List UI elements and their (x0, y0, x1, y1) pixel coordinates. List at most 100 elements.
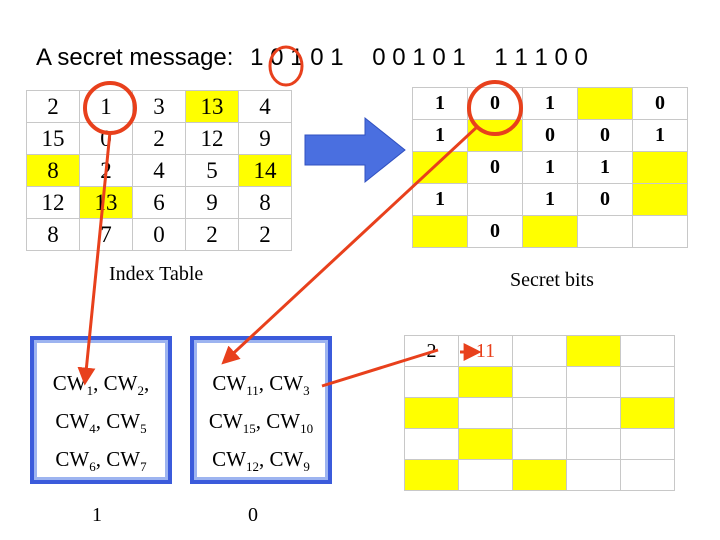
secret-bits-cell: 1 (632, 119, 688, 152)
index-table-cell: 3 (132, 90, 186, 123)
message-bit: 1 (412, 44, 426, 71)
message-bit: 1 (494, 44, 508, 71)
codeword-grid-row (404, 397, 675, 429)
index-table-cell: 9 (238, 122, 292, 155)
secret-bits-cell: 0 (467, 215, 523, 248)
message-bit: 1 (514, 44, 528, 71)
index-table-cell: 8 (26, 154, 80, 187)
message-group-3: 1 1 1 0 0 (494, 44, 587, 72)
codeword-grid-cell (566, 397, 621, 429)
index-table-cell: 2 (132, 122, 186, 155)
codeword-grid-row (404, 428, 675, 460)
index-table-cell: 2 (238, 218, 292, 251)
index-table-cell: 0 (79, 122, 133, 155)
index-table-cell: 5 (185, 154, 239, 187)
codeword-line: CW11, CW3 (212, 371, 310, 399)
codeword-line: CW4, CW5 (55, 409, 147, 437)
codeword-grid-cell (620, 366, 675, 398)
secret-bits-cell: 1 (412, 87, 468, 120)
message-bit: 0 (432, 44, 446, 71)
index-table-cell: 8 (26, 218, 80, 251)
message-bit: 1 (250, 44, 264, 71)
secret-bits-cell (632, 215, 688, 248)
message-group-2: 0 0 1 0 1 (372, 44, 465, 72)
index-table-label: Index Table (109, 263, 204, 285)
index-table-cell: 13 (185, 90, 239, 123)
secret-bits-cell: 1 (412, 119, 468, 152)
secret-bits-cell: 1 (412, 183, 468, 216)
codeword-grid-cell (404, 428, 459, 460)
group-bit-left: 1 (92, 504, 102, 526)
codeword-grid-cell (512, 397, 567, 429)
codeword-grid-cell (458, 397, 513, 429)
message-bit: 0 (392, 44, 406, 71)
secret-bits-cell (577, 215, 633, 248)
index-table-cell: 6 (132, 186, 186, 219)
codeword-list-right: CW11, CW3 CW15, CW10 CW12, CW9 (194, 368, 328, 483)
codeword-grid-cell: 11 (458, 335, 513, 367)
codeword-line: CW6, CW7 (55, 447, 147, 475)
codeword-line: CW12, CW9 (212, 447, 310, 475)
secret-bits-cell: 0 (467, 87, 523, 120)
index-table-cell: 14 (238, 154, 292, 187)
index-table-cell: 2 (79, 154, 133, 187)
secret-bits-cell (522, 215, 578, 248)
codeword-grid-row (404, 459, 675, 491)
secret-bits-cell (467, 119, 523, 152)
index-table-cell: 4 (238, 90, 292, 123)
message-bit: 1 (452, 44, 466, 71)
codeword-group-box-right: CW11, CW3 CW15, CW10 CW12, CW9 (190, 336, 332, 484)
message-bit: 1 (534, 44, 548, 71)
codeword-grid-cell (512, 459, 567, 491)
codeword-group-box-left: CW1, CW2, CW4, CW5 CW6, CW7 (30, 336, 172, 484)
codeword-grid-cell (620, 397, 675, 429)
secret-bits-cell: 0 (577, 119, 633, 152)
secret-bits-cell (412, 215, 468, 248)
index-table-cell: 15 (26, 122, 80, 155)
codeword-grid-cell (458, 459, 513, 491)
codeword-grid-cell (620, 335, 675, 367)
message-group-1: 1 0 1 0 1 (250, 44, 343, 72)
codeword-grid-cell (566, 366, 621, 398)
codeword-grid-cell (404, 459, 459, 491)
codeword-grid-cell (512, 366, 567, 398)
secret-bits-cell (632, 183, 688, 216)
group-bit-right: 0 (248, 504, 258, 526)
secret-bits-cell (467, 183, 523, 216)
codeword-grid-cell (404, 366, 459, 398)
codeword-grid-row (404, 366, 675, 398)
codeword-grid-cell (620, 428, 675, 460)
index-table-cell: 9 (185, 186, 239, 219)
index-table-cell: 8 (238, 186, 292, 219)
codeword-grid-cell (566, 428, 621, 460)
index-table-cell: 1 (79, 90, 133, 123)
codeword-grid-cell (458, 366, 513, 398)
index-table-cell: 12 (185, 122, 239, 155)
codeword-grid-cell (566, 335, 621, 367)
message-bit: 1 (290, 44, 304, 71)
secret-bits-cell: 1 (522, 87, 578, 120)
codeword-line: CW1, CW2, (52, 371, 150, 399)
codeword-grid-cell (512, 428, 567, 460)
index-table-cell: 2 (185, 218, 239, 251)
index-table-cell: 12 (26, 186, 80, 219)
message-bit: 1 (330, 44, 344, 71)
secret-bits-cell (577, 87, 633, 120)
index-table-cell: 4 (132, 154, 186, 187)
secret-bits-cell: 1 (577, 151, 633, 184)
title: A secret message: 1 0 1 0 1 0 0 1 0 1 1 … (36, 44, 588, 72)
title-prefix: A secret message: (36, 44, 234, 71)
secret-bits-cell: 0 (577, 183, 633, 216)
secret-bits-row: 0 (412, 215, 688, 248)
index-table-cell: 7 (79, 218, 133, 251)
codeword-grid-cell (458, 428, 513, 460)
